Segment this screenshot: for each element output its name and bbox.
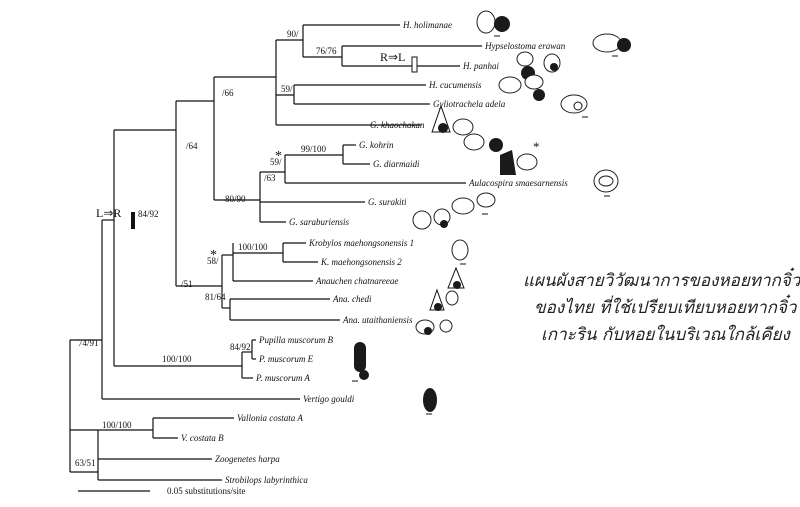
shell-icon — [463, 133, 503, 152]
support-value: 58/ — [207, 256, 219, 266]
taxon-label: Krobylos maehongsonensis 1 — [308, 238, 414, 248]
support-value: /63 — [264, 173, 276, 183]
shell-icon — [431, 104, 474, 136]
shell-icon — [423, 388, 437, 415]
support-values: 90/ 76/76 59/ /66 /64 99/100 59/ /63 80/… — [75, 29, 337, 468]
taxon-label: Gyliotrachela adela — [433, 99, 506, 109]
taxon-label: G. saraburiensis — [289, 217, 350, 227]
taxon-label: Ana. chedi — [332, 294, 372, 304]
taxon-label: Ana. utaithaniensis — [342, 315, 413, 325]
support-value: 90/ — [287, 29, 299, 39]
shell-icon: * — [500, 139, 540, 175]
shell-icon — [560, 94, 588, 118]
taxon-label: Vallonia costata A — [237, 413, 303, 423]
caption-line-2: ของไทย ที่ใช้เปรียบเทียบหอยทากจิ๋ว — [534, 294, 798, 318]
scale-bar-label: 0.05 substitutions/site — [167, 486, 246, 496]
taxon-label: P. muscorum E — [258, 354, 314, 364]
shell-icon — [451, 192, 496, 215]
shell-illustrations: * — [352, 10, 631, 415]
taxon-labels: H. holimanae Hypselostoma erawan H. panh… — [181, 20, 568, 485]
taxon-label: Strobilops labyrinthica — [225, 475, 308, 485]
taxon-label: G. diarmaidi — [373, 159, 420, 169]
taxon-label: Anauchen chatnareeae — [315, 276, 398, 286]
support-value: 100/100 — [102, 420, 132, 430]
transition-annotations: L⇒R R⇒L * * — [96, 50, 418, 263]
taxon-label: H. holimanae — [402, 20, 452, 30]
taxon-label: Zoogenetes harpa — [215, 454, 280, 464]
shell-icon — [415, 319, 453, 335]
support-value: /66 — [222, 88, 234, 98]
support-value: 84/92 — [138, 209, 159, 219]
support-value: 74/91 — [78, 338, 99, 348]
shell-icon — [412, 208, 451, 230]
shell-icon — [593, 169, 619, 197]
svg-text:*: * — [533, 139, 540, 154]
shell-icon — [592, 33, 631, 57]
shell-icon — [429, 288, 459, 311]
support-value: 81/64 — [205, 292, 226, 302]
r-to-l-bar — [411, 56, 418, 73]
l-to-r-bar — [131, 212, 135, 229]
support-value: 59/ — [270, 157, 282, 167]
support-value: /51 — [181, 279, 193, 289]
shell-icon — [498, 74, 545, 101]
support-value: 80/90 — [225, 194, 246, 204]
taxon-label: P. muscorum A — [255, 373, 310, 383]
star-marker: * — [275, 149, 282, 164]
tree-branches — [69, 24, 482, 481]
r-to-l-label: R⇒L — [380, 50, 405, 64]
star-marker: * — [210, 248, 217, 263]
support-value: 84/92 — [230, 342, 251, 352]
taxon-label: K. maehongsonensis 2 — [320, 257, 402, 267]
taxon-label: Hypselostoma erawan — [484, 41, 566, 51]
support-value: /64 — [186, 141, 198, 151]
taxon-label: Pupilla muscorum B — [258, 335, 333, 345]
shell-icon — [516, 51, 561, 80]
taxon-label: G. kohrin — [359, 140, 394, 150]
l-to-r-label: L⇒R — [96, 206, 121, 220]
scale-bar: 0.05 substitutions/site — [78, 486, 246, 496]
caption-line-3: เกาะริน กับหอยในบริเวณใกล้เคียง — [541, 324, 792, 345]
taxon-label: H. panhai — [462, 61, 499, 71]
caption-line-1: แผนผังสายวิวัฒนาการของหอยทากจิ๋ว — [523, 267, 800, 291]
shell-icon — [451, 239, 469, 265]
taxon-label: H. cucumensis — [428, 80, 482, 90]
taxon-label: V. costata B — [181, 433, 224, 443]
support-value: 63/51 — [75, 458, 96, 468]
support-value: 59/ — [281, 84, 293, 94]
taxon-label: Vertigo gouldi — [303, 394, 355, 404]
taxon-label: G. surakiti — [368, 197, 407, 207]
shell-icon — [476, 10, 510, 37]
support-value: 100/100 — [162, 354, 192, 364]
support-value: 76/76 — [316, 46, 337, 56]
taxon-label: G. khaochakan — [370, 120, 425, 130]
shell-icon — [447, 266, 465, 289]
support-value: 99/100 — [301, 144, 327, 154]
support-value: 100/100 — [238, 242, 268, 252]
taxon-label: Aulacospira smaesarnensis — [468, 178, 568, 188]
shell-icon — [352, 342, 369, 382]
figure-caption: แผนผังสายวิวัฒนาการของหอยทากจิ๋ว ของไทย … — [523, 267, 800, 345]
